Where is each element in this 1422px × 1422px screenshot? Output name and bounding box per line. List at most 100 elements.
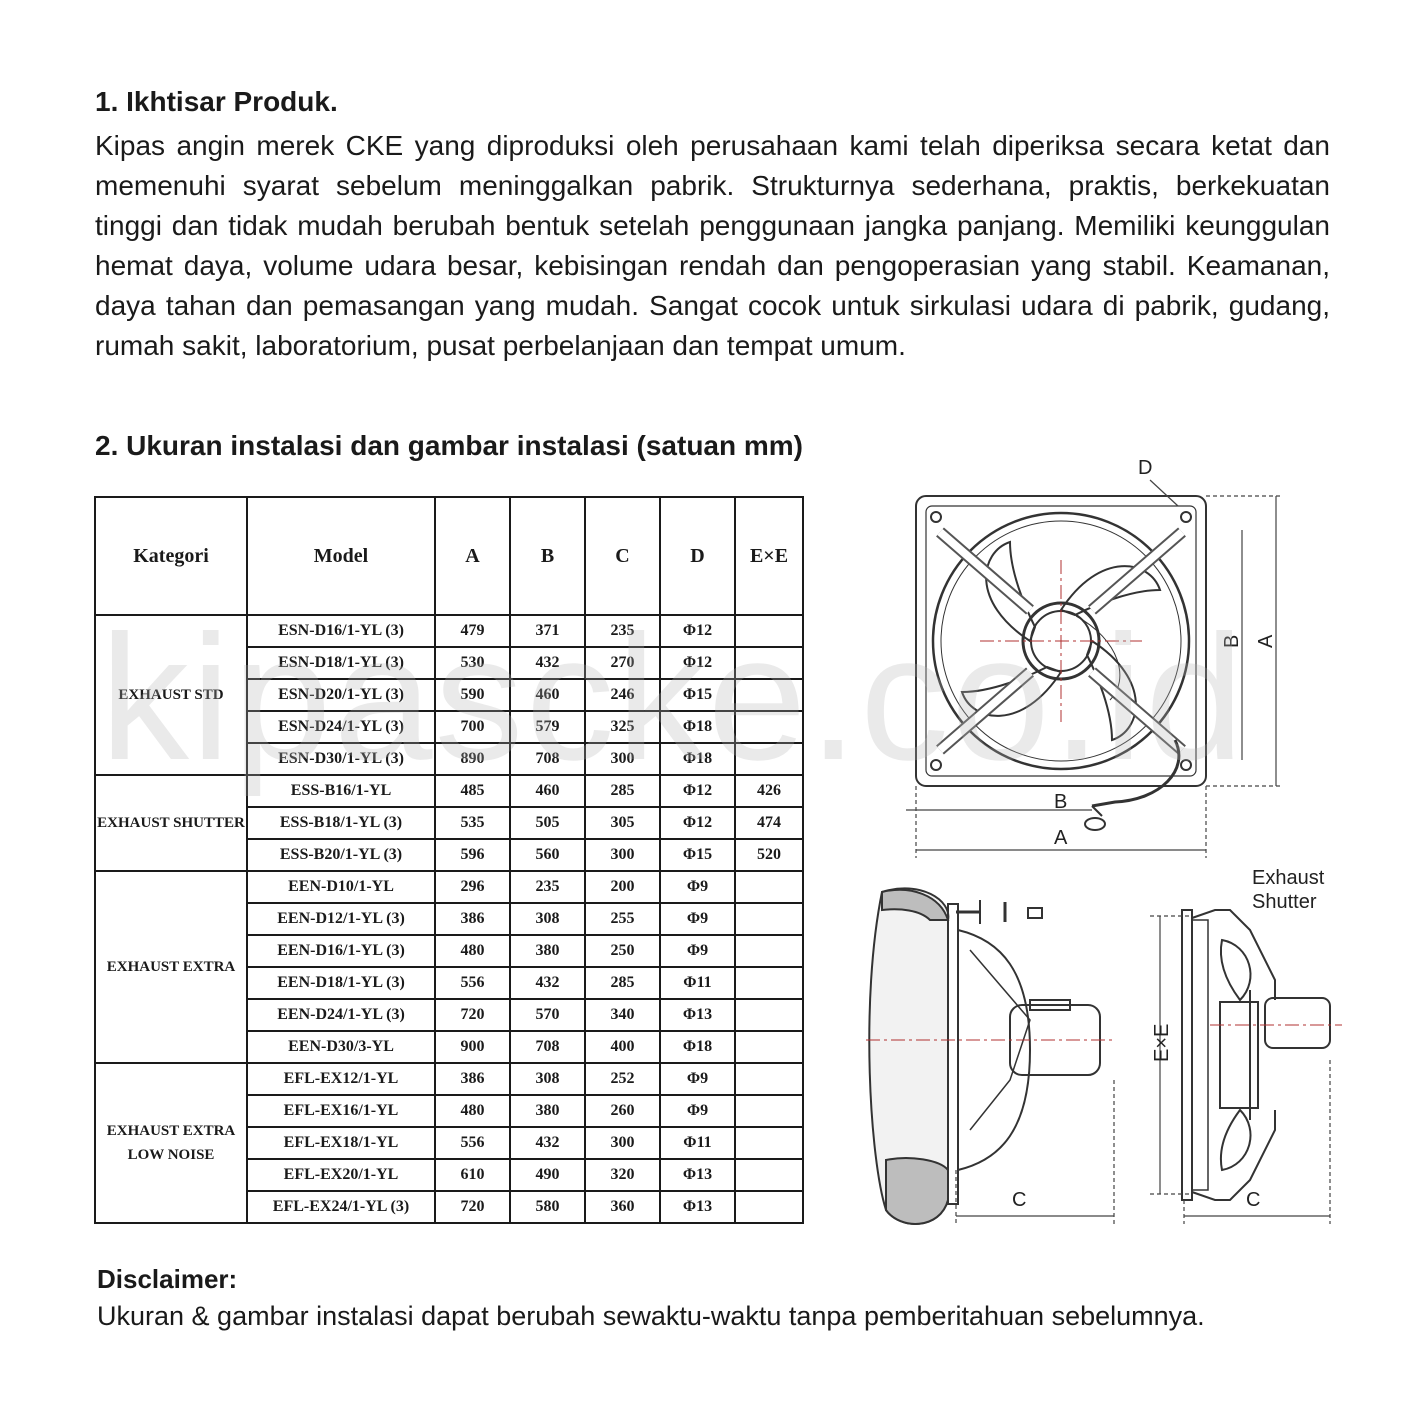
exe-cell xyxy=(734,998,804,1032)
header-d: D xyxy=(659,496,736,616)
b-cell: 460 xyxy=(509,678,586,712)
model-cell: EEN-D16/1-YL (3) xyxy=(246,934,436,968)
b-cell: 371 xyxy=(509,614,586,648)
d-cell: Φ12 xyxy=(659,646,736,680)
b-cell: 460 xyxy=(509,774,586,808)
c-cell: 325 xyxy=(584,710,661,744)
d-cell: Φ13 xyxy=(659,1158,736,1192)
header-b: B xyxy=(509,496,586,616)
label-a-side: A xyxy=(1255,634,1277,648)
fan-shutter-view xyxy=(1181,909,1331,1201)
model-cell: ESS-B16/1-YL xyxy=(246,774,436,808)
d-cell: Φ11 xyxy=(659,1126,736,1160)
overview-paragraph: Kipas angin merek CKE yang diproduksi ol… xyxy=(95,130,1330,361)
b-cell: 380 xyxy=(509,1094,586,1128)
exe-cell xyxy=(734,646,804,680)
b-cell: 432 xyxy=(509,646,586,680)
installation-diagram: D B A B A C Exhaust Shutter xyxy=(866,457,1342,1225)
label-a-front: A xyxy=(1054,827,1068,849)
exe-cell: 520 xyxy=(734,838,804,872)
b-cell: 560 xyxy=(509,838,586,872)
model-cell: EFL-EX12/1-YL xyxy=(246,1062,436,1096)
b-cell: 432 xyxy=(509,1126,586,1160)
c-cell: 300 xyxy=(584,838,661,872)
label-c-shutter: C xyxy=(1246,1189,1260,1211)
d-cell: Φ13 xyxy=(659,1190,736,1224)
a-cell: 556 xyxy=(434,966,511,1000)
model-cell: ESN-D18/1-YL (3) xyxy=(246,646,436,680)
d-cell: Φ11 xyxy=(659,966,736,1000)
exe-cell xyxy=(734,902,804,936)
exe-cell xyxy=(734,1094,804,1128)
model-cell: ESS-B20/1-YL (3) xyxy=(246,838,436,872)
a-cell: 596 xyxy=(434,838,511,872)
b-cell: 490 xyxy=(509,1158,586,1192)
overview-heading: 1. Ikhtisar Produk. xyxy=(95,86,338,117)
c-cell: 246 xyxy=(584,678,661,712)
c-cell: 270 xyxy=(584,646,661,680)
b-cell: 708 xyxy=(509,742,586,776)
exe-cell: 474 xyxy=(734,806,804,840)
a-cell: 720 xyxy=(434,1190,511,1224)
c-cell: 235 xyxy=(584,614,661,648)
side-dimension-c xyxy=(955,1080,1115,1224)
installation-heading: 2. Ukuran instalasi dan gambar instalasi… xyxy=(95,430,803,461)
model-cell: EFL-EX20/1-YL xyxy=(246,1158,436,1192)
exe-cell xyxy=(734,614,804,648)
label-exhaust: Exhaust xyxy=(1252,867,1325,889)
model-cell: ESN-D20/1-YL (3) xyxy=(246,678,436,712)
center-lines xyxy=(980,560,1142,722)
b-cell: 432 xyxy=(509,966,586,1000)
exe-cell xyxy=(734,1190,804,1224)
d-cell: Φ9 xyxy=(659,1094,736,1128)
a-cell: 890 xyxy=(434,742,511,776)
d-cell: Φ15 xyxy=(659,678,736,712)
header-exe: E×E xyxy=(734,496,804,616)
b-cell: 308 xyxy=(509,902,586,936)
d-cell: Φ12 xyxy=(659,614,736,648)
label-exe: E×E xyxy=(1151,1024,1173,1062)
c-cell: 250 xyxy=(584,934,661,968)
b-cell: 505 xyxy=(509,806,586,840)
category-cell: EXHAUST SHUTTER xyxy=(94,774,248,872)
model-cell: ESN-D24/1-YL (3) xyxy=(246,710,436,744)
model-cell: EFL-EX24/1-YL (3) xyxy=(246,1190,436,1224)
d-cell: Φ9 xyxy=(659,1062,736,1096)
c-cell: 320 xyxy=(584,1158,661,1192)
c-cell: 260 xyxy=(584,1094,661,1128)
header-category: Kategori xyxy=(94,496,248,616)
label-b-side: B xyxy=(1221,635,1243,648)
model-cell: ESN-D30/1-YL (3) xyxy=(246,742,436,776)
a-cell: 296 xyxy=(434,870,511,904)
exe-cell xyxy=(734,1126,804,1160)
exe-cell xyxy=(734,742,804,776)
model-cell: EEN-D18/1-YL (3) xyxy=(246,966,436,1000)
a-cell: 700 xyxy=(434,710,511,744)
label-shutter: Shutter xyxy=(1252,891,1317,913)
d-cell: Φ9 xyxy=(659,934,736,968)
header-c: C xyxy=(584,496,661,616)
a-cell: 610 xyxy=(434,1158,511,1192)
a-cell: 479 xyxy=(434,614,511,648)
a-cell: 386 xyxy=(434,902,511,936)
category-cell: EXHAUST EXTRA LOW NOISE xyxy=(94,1062,248,1224)
label-d: D xyxy=(1138,457,1152,479)
fan-wall-side-view xyxy=(868,887,1101,1225)
d-cell: Φ12 xyxy=(659,806,736,840)
